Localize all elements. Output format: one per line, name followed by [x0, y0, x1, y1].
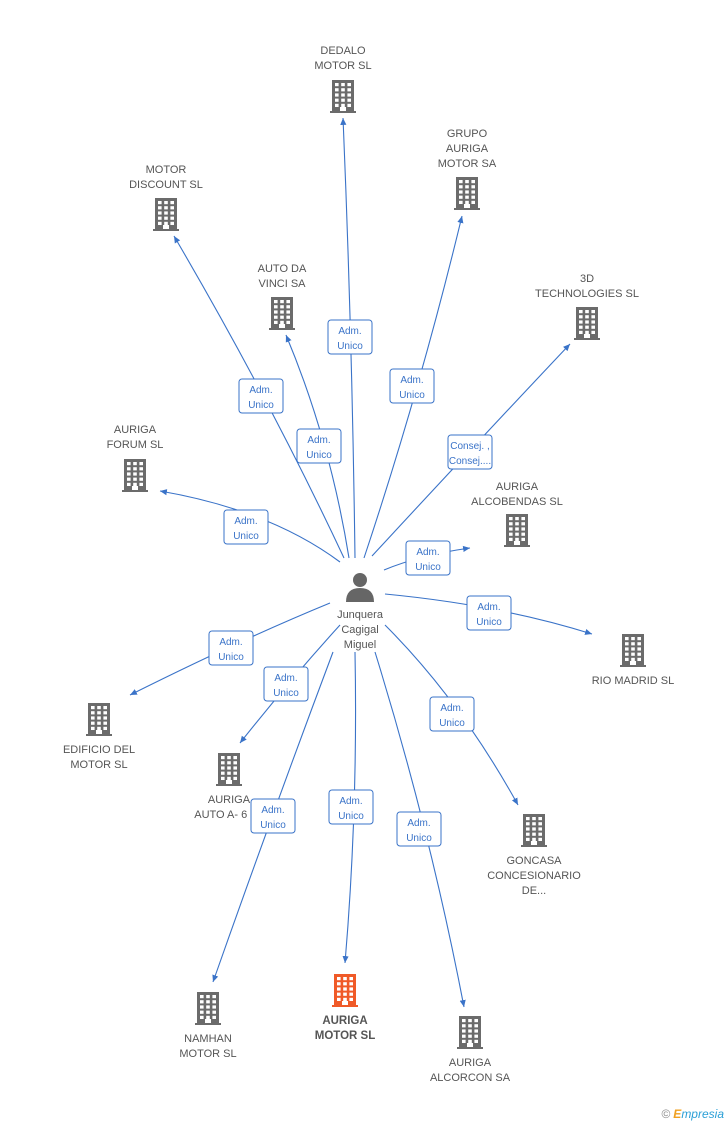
edge-role-text: Adm.	[307, 435, 330, 446]
building-icon-dedalo[interactable]	[330, 80, 356, 113]
company-label-grupo[interactable]: GRUPO	[447, 128, 488, 140]
company-label-grupo[interactable]: MOTOR SA	[438, 158, 497, 170]
edge-role-text: Unico	[338, 811, 364, 822]
company-label-autoa6[interactable]: AUTO A- 6 SL	[194, 809, 264, 821]
edge-role-label-autoa6[interactable]: Adm. Unico	[263, 666, 309, 702]
company-label-alcorcon[interactable]: AURIGA	[449, 1057, 492, 1069]
company-label-dedalo[interactable]: MOTOR SL	[314, 60, 371, 72]
company-label-discount[interactable]: MOTOR	[146, 164, 187, 176]
company-label-edificio[interactable]: MOTOR SL	[70, 759, 127, 771]
brand-watermark: ©Empresia	[661, 1107, 724, 1121]
company-label-riomadrid[interactable]: RIO MADRID SL	[592, 675, 675, 687]
edge-role-label-goncasa[interactable]: Adm. Unico	[429, 696, 475, 732]
building-icon-edificio[interactable]	[86, 703, 112, 736]
company-label-alcorcon[interactable]: ALCORCON SA	[430, 1072, 511, 1084]
company-label-tech3d[interactable]: 3D	[580, 273, 594, 285]
edge-role-text: Adm.	[338, 326, 361, 337]
company-label-forum[interactable]: FORUM SL	[107, 439, 164, 451]
edge-role-text: Adm.	[249, 385, 272, 396]
edge-role-label-dedalo[interactable]: Adm. Unico	[327, 319, 373, 355]
company-label-alcobendas[interactable]: ALCOBENDAS SL	[471, 496, 563, 508]
building-icon-namhan[interactable]	[195, 992, 221, 1025]
building-icon-aurigamotor[interactable]	[332, 974, 358, 1007]
edge-role-text: Unico	[306, 450, 332, 461]
company-label-aurigamotor[interactable]: MOTOR SL	[315, 1030, 375, 1042]
company-label-tech3d[interactable]: TECHNOLOGIES SL	[535, 288, 639, 300]
edge-role-text: Consej....	[449, 456, 491, 467]
edge-role-label-davinci[interactable]: Adm. Unico	[296, 428, 342, 464]
edge-role-text: Adm.	[416, 547, 439, 558]
building-icon-riomadrid[interactable]	[620, 634, 646, 667]
edge-role-label-riomadrid[interactable]: Adm. Unico	[466, 595, 512, 631]
building-icon-davinci[interactable]	[269, 297, 295, 330]
company-label-goncasa[interactable]: CONCESIONARIO	[487, 870, 581, 882]
edge-role-label-aurigamotor[interactable]: Adm. Unico	[328, 789, 374, 825]
edge-role-text: Consej. ,	[450, 441, 489, 452]
company-label-aurigamotor[interactable]: AURIGA	[322, 1015, 367, 1027]
company-label-davinci[interactable]: VINCI SA	[258, 278, 306, 290]
edge-role-text: Unico	[439, 718, 465, 729]
company-label-goncasa[interactable]: GONCASA	[506, 855, 562, 867]
edge-role-label-forum[interactable]: Adm. Unico	[223, 509, 269, 545]
edge-role-text: Adm.	[477, 602, 500, 613]
company-label-dedalo[interactable]: DEDALO	[320, 45, 366, 57]
edge-role-text: Adm.	[274, 673, 297, 684]
company-label-discount[interactable]: DISCOUNT SL	[129, 179, 203, 191]
company-label-forum[interactable]: AURIGA	[114, 424, 157, 436]
edge-role-text: Adm.	[261, 805, 284, 816]
person-name-line: Junquera	[337, 609, 384, 621]
edge-role-text: Adm.	[407, 818, 430, 829]
company-label-davinci[interactable]: AUTO DA	[258, 263, 307, 275]
edge-role-text: Adm.	[400, 375, 423, 386]
edge-role-text: Unico	[233, 531, 259, 542]
edge-role-label-namhan[interactable]: Adm. Unico	[250, 798, 296, 834]
building-icon-forum[interactable]	[122, 459, 148, 492]
edge-role-text: Adm.	[234, 516, 257, 527]
brand-logo-letter: E	[673, 1107, 682, 1121]
edge-role-label-edificio[interactable]: Adm. Unico	[208, 630, 254, 666]
edge-role-label-alcobendas[interactable]: Adm. Unico	[405, 540, 451, 576]
edge-role-label-discount[interactable]: Adm. Unico	[238, 378, 284, 414]
edge-role-text: Adm.	[219, 637, 242, 648]
edge-role-text: Unico	[248, 400, 274, 411]
copyright-symbol: ©	[661, 1107, 671, 1121]
company-label-edificio[interactable]: EDIFICIO DEL	[63, 744, 135, 756]
edge-role-text: Unico	[273, 688, 299, 699]
building-icon-autoa6[interactable]	[216, 753, 242, 786]
edge-labels-layer: Adm.UnicoAdm.UnicoAdm.UnicoAdm.UnicoCons…	[208, 319, 512, 847]
building-icon-discount[interactable]	[153, 198, 179, 231]
edge-role-text: Unico	[399, 390, 425, 401]
company-label-namhan[interactable]: MOTOR SL	[179, 1048, 236, 1060]
company-label-alcobendas[interactable]: AURIGA	[496, 481, 539, 493]
person-name-line: Miguel	[344, 639, 376, 651]
building-icon-alcorcon[interactable]	[457, 1016, 483, 1049]
edge-role-text: Unico	[218, 652, 244, 663]
building-icon-goncasa[interactable]	[521, 814, 547, 847]
edge-role-text: Adm.	[339, 796, 362, 807]
edge-role-text: Unico	[415, 562, 441, 573]
brand-name: mpresia	[681, 1107, 724, 1121]
edge-role-label-tech3d[interactable]: Consej. , Consej....	[447, 434, 493, 470]
building-icon-alcobendas[interactable]	[504, 514, 530, 547]
edge-role-label-alcorcon[interactable]: Adm. Unico	[396, 811, 442, 847]
edge-role-text: Unico	[337, 341, 363, 352]
person-icon[interactable]	[346, 573, 374, 602]
company-label-goncasa[interactable]: DE...	[522, 885, 546, 897]
company-label-autoa6[interactable]: AURIGA	[208, 794, 251, 806]
edge-role-text: Adm.	[440, 703, 463, 714]
building-icon-grupo[interactable]	[454, 177, 480, 210]
building-icon-tech3d[interactable]	[574, 307, 600, 340]
person-name-line: Cagigal	[341, 624, 378, 636]
edge-role-text: Unico	[476, 617, 502, 628]
edge-role-text: Unico	[406, 833, 432, 844]
edge-role-text: Unico	[260, 820, 286, 831]
company-label-grupo[interactable]: AURIGA	[446, 143, 489, 155]
company-label-namhan[interactable]: NAMHAN	[184, 1033, 232, 1045]
edge-role-label-grupo[interactable]: Adm. Unico	[389, 368, 435, 404]
